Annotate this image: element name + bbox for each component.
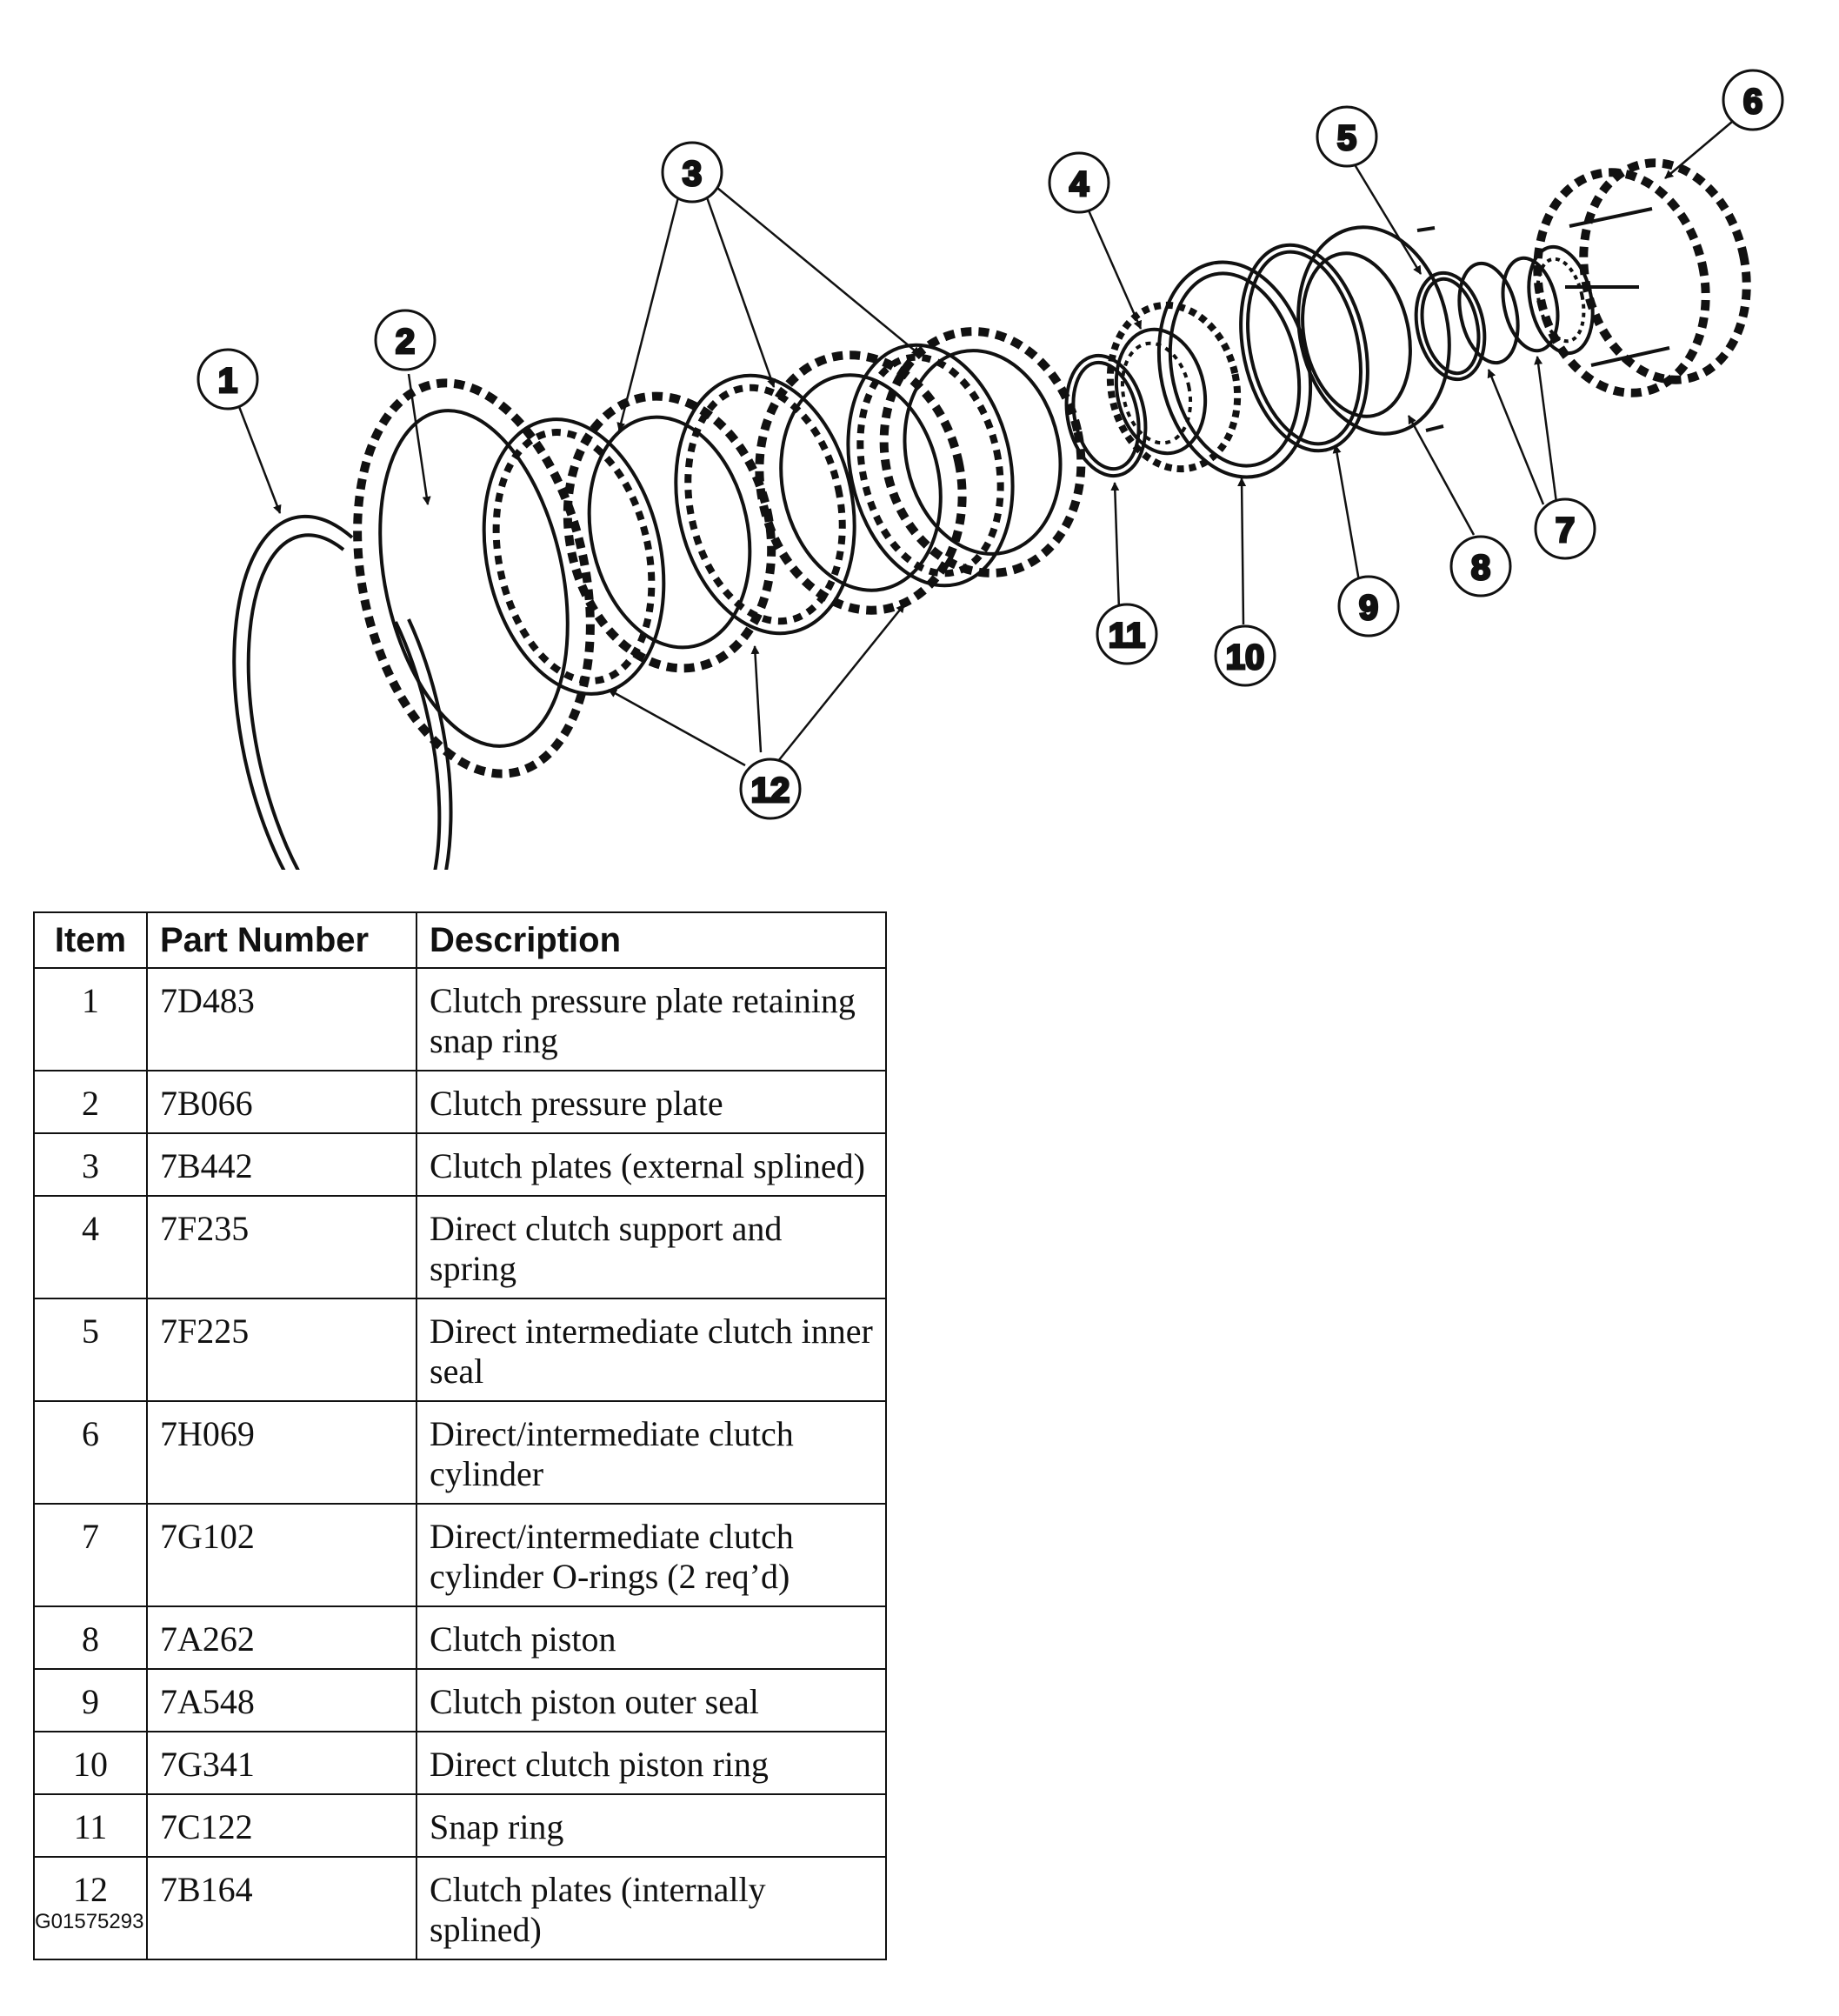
svg-text:10: 10 — [1226, 638, 1265, 677]
clutch-plate-external-3 — [879, 327, 1086, 577]
table-row: 8 7A262 Clutch piston — [33, 1605, 887, 1670]
cell-item: 6 — [33, 1400, 148, 1505]
cell-description: Clutch piston outer seal — [416, 1668, 887, 1732]
cell-part-number: 7H069 — [146, 1400, 417, 1505]
table-row: 2 7B066 Clutch pressure plate — [33, 1070, 887, 1134]
cell-part-number: 7B164 — [146, 1856, 417, 1960]
cell-description: Direct clutch piston ring — [416, 1731, 887, 1795]
cell-description: Direct intermediate clutch inner seal — [416, 1298, 887, 1402]
cell-part-number: 7G341 — [146, 1731, 417, 1795]
cell-item: 5 — [33, 1298, 148, 1402]
svg-text:12: 12 — [751, 771, 790, 810]
cell-item: 9 — [33, 1668, 148, 1732]
clutch-plate-internal-2 — [674, 373, 856, 636]
svg-text:8: 8 — [1471, 549, 1490, 587]
callout-9: 9 — [1337, 575, 1400, 638]
callout-8: 8 — [1449, 535, 1512, 597]
inner-seal-part-5 — [1414, 270, 1487, 382]
table-row: 1 7D483 Clutch pressure plate retaining … — [33, 967, 887, 1071]
svg-text:6: 6 — [1743, 83, 1762, 121]
table-row: 7 7G102 Direct/intermediate clutch cylin… — [33, 1503, 887, 1607]
cell-part-number: 7C122 — [146, 1793, 417, 1858]
cell-item: 7 — [33, 1503, 148, 1607]
cell-part-number: 7F225 — [146, 1298, 417, 1402]
cell-item: 8 — [33, 1605, 148, 1670]
callout-1: 1 — [197, 348, 259, 411]
header-part-number: Part Number — [146, 911, 417, 969]
exploded-view-diagram: 1 2 3 4 5 6 7 8 9 10 11 12 — [197, 69, 1784, 870]
cell-part-number: 7A262 — [146, 1605, 417, 1670]
table-header-row: Item Part Number Description — [33, 911, 887, 969]
svg-text:4: 4 — [1069, 165, 1089, 204]
callout-2: 2 — [374, 309, 436, 371]
header-item: Item — [33, 911, 148, 969]
snap-ring-part-1 — [232, 514, 453, 870]
table-row: 6 7H069 Direct/intermediate clutch cylin… — [33, 1400, 887, 1505]
table-row: 11 7C122 Snap ring — [33, 1793, 887, 1858]
table-row: 9 7A548 Clutch piston outer seal — [33, 1668, 887, 1732]
cell-item: 12 — [33, 1856, 148, 1960]
cell-part-number: 7G102 — [146, 1503, 417, 1607]
cell-description: Direct clutch support and spring — [416, 1195, 887, 1299]
cell-item: 1 — [33, 967, 148, 1071]
parts-table: Item Part Number Description 1 7D483 Clu… — [33, 911, 887, 1960]
cell-part-number: 7B066 — [146, 1070, 417, 1134]
cell-item: 10 — [33, 1731, 148, 1795]
cell-item: 4 — [33, 1195, 148, 1299]
cell-part-number: 7F235 — [146, 1195, 417, 1299]
cell-item: 3 — [33, 1132, 148, 1197]
clutch-support-part-4 — [1106, 301, 1242, 473]
cell-description: Clutch pressure plate retaining snap rin… — [416, 967, 887, 1071]
cell-description: Direct/intermediate clutch cylinder O-ri… — [416, 1503, 887, 1607]
clutch-plate-external-2 — [755, 350, 967, 615]
cell-part-number: 7B442 — [146, 1132, 417, 1197]
callout-10: 10 — [1214, 624, 1276, 687]
clutch-cylinder-part-6 — [1527, 158, 1751, 397]
cell-part-number: 7A548 — [146, 1668, 417, 1732]
cell-description: Clutch piston — [416, 1605, 887, 1670]
cell-description: Clutch pressure plate — [416, 1070, 887, 1134]
svg-text:7: 7 — [1556, 511, 1575, 550]
callout-6: 6 — [1722, 69, 1784, 131]
cell-description: Clutch plates (external splined) — [416, 1132, 887, 1197]
cell-description: Snap ring — [416, 1793, 887, 1858]
cell-item: 11 — [33, 1793, 148, 1858]
table-row: 10 7G341 Direct clutch piston ring — [33, 1731, 887, 1795]
callout-3: 3 — [661, 141, 723, 204]
table-row: 3 7B442 Clutch plates (external splined) — [33, 1132, 887, 1197]
table-row: 12 7B164 Clutch plates (internally splin… — [33, 1856, 887, 1960]
clutch-plate-internal-3 — [846, 343, 1015, 588]
svg-text:3: 3 — [683, 155, 702, 193]
snap-ring-part-11 — [1064, 353, 1148, 478]
svg-text:5: 5 — [1337, 119, 1356, 157]
piston-outer-seal-part-9 — [1239, 243, 1369, 453]
cell-part-number: 7D483 — [146, 967, 417, 1071]
callout-7: 7 — [1534, 497, 1596, 560]
callout-5: 5 — [1316, 105, 1378, 168]
cell-item: 2 — [33, 1070, 148, 1134]
clutch-piston-part-8 — [1296, 225, 1451, 436]
svg-text:1: 1 — [218, 362, 237, 400]
header-description: Description — [416, 911, 887, 969]
svg-text:9: 9 — [1359, 589, 1378, 627]
callout-11: 11 — [1096, 603, 1158, 665]
table-row: 4 7F235 Direct clutch support and spring — [33, 1195, 887, 1299]
cell-description: Clutch plates (internally splined) — [416, 1856, 887, 1960]
callout-4: 4 — [1048, 151, 1110, 214]
pressure-plate-part-2 — [353, 378, 595, 778]
callout-12: 12 — [739, 758, 802, 820]
table-row: 5 7F225 Direct intermediate clutch inner… — [33, 1298, 887, 1402]
svg-text:11: 11 — [1109, 617, 1145, 655]
cell-description: Direct/intermediate clutch cylinder — [416, 1400, 887, 1505]
svg-text:2: 2 — [396, 323, 415, 361]
figure-code: G01575293 — [35, 1910, 144, 1933]
o-rings-part-7 — [1457, 256, 1560, 365]
